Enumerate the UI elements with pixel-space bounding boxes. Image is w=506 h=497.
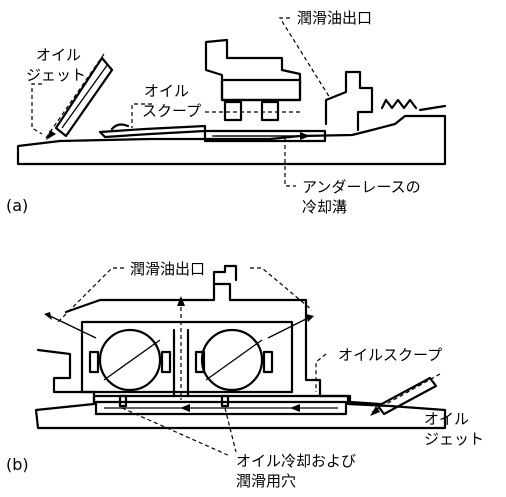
center-outlet-arrow-b	[177, 296, 185, 306]
housing-b	[64, 282, 322, 398]
leader-lube-right-b	[250, 267, 313, 311]
label-underrace-2-a: 冷却溝	[302, 198, 347, 216]
flow-arrow-b-1	[180, 404, 190, 412]
shaft-a	[16, 114, 447, 166]
retainer-b-4	[262, 350, 274, 374]
leader-holes-1-b	[121, 407, 231, 457]
jet-axis-b	[371, 373, 441, 413]
outlet-arrow-right-b	[306, 314, 314, 322]
underrace-a	[203, 129, 327, 143]
roller-a-1	[223, 100, 243, 122]
label-oil-jet-2-b: ジェット	[424, 430, 484, 448]
oil-jet-nozzle-b	[376, 376, 438, 416]
outlet-line-left-b	[49, 315, 97, 339]
leader-oil-scoop-a	[131, 103, 152, 128]
oil-path-right-b	[205, 339, 263, 381]
jet-arrow-a	[46, 130, 56, 140]
jet-axis-a	[45, 53, 105, 139]
oil-path-left-b	[103, 339, 161, 381]
label-oil-jet-1-a: オイル	[36, 46, 81, 64]
housing-top-b	[212, 264, 238, 286]
retainer-b-2	[160, 350, 172, 374]
leader-underrace-a	[284, 138, 296, 187]
label-oil-scoop-2-a: スクープ	[142, 102, 201, 120]
underrace-b	[94, 400, 348, 416]
scoop-lip-a	[110, 123, 130, 131]
figure-b: 潤滑油出口 オイルスクープ オイル ジェット オイル冷却および 潤滑用穴 (b)	[6, 260, 484, 490]
label-holes-1-b: オイル冷却および	[236, 452, 356, 470]
ball-b-right	[200, 328, 264, 392]
outlet-line-right-b	[267, 317, 309, 339]
outer-cage-b	[80, 320, 294, 394]
label-oil-scoop-b: オイルスクープ	[338, 346, 442, 364]
oil-scoop-b	[318, 394, 382, 406]
flow-arrow-b-2	[290, 404, 300, 412]
jet-arrow-b	[370, 406, 380, 416]
nozzle-bore-a	[61, 63, 109, 129]
oil-hole-2-b	[220, 394, 230, 408]
leader-oil-jet-a	[31, 83, 43, 135]
oil-jet-nozzle-a	[54, 56, 114, 138]
seal-teeth-a	[380, 98, 418, 110]
leader-lube-left-b	[57, 267, 124, 323]
center-spacer-b	[172, 328, 190, 398]
label-underrace-1-a: アンダーレースの	[302, 178, 421, 196]
left-support-b	[36, 348, 96, 404]
roller-a-2	[260, 100, 280, 122]
retainer-a	[324, 70, 374, 132]
oil-hole-1-b	[118, 394, 128, 408]
leader-lube-outlet-a	[278, 17, 331, 99]
sublabel-b: (b)	[6, 455, 29, 474]
figure-a: オイル ジェット オイル スクープ 潤滑油出口 アンダーレースの 冷却溝 (a)	[6, 9, 447, 216]
retainer-b-3	[194, 350, 206, 374]
retainer-b-1	[88, 350, 100, 374]
oil-scoop-a	[98, 124, 207, 139]
seal-end-a	[418, 104, 447, 112]
label-oil-jet-1-b: オイル	[424, 410, 469, 428]
leader-holes-2-b	[224, 407, 237, 453]
sublabel-a: (a)	[6, 196, 28, 215]
housing-a	[204, 38, 302, 102]
label-oil-scoop-1-a: オイル	[144, 82, 189, 100]
outer-race-a	[220, 78, 302, 102]
label-lube-outlet-b: 潤滑油出口	[130, 260, 205, 278]
label-holes-2-b: 潤滑用穴	[236, 472, 296, 490]
flow-arrow-a	[300, 132, 310, 140]
label-oil-jet-2-a: ジェット	[26, 66, 86, 84]
ball-b-left	[98, 328, 162, 392]
outlet-arrow-left-b	[44, 312, 52, 320]
label-lube-outlet-a: 潤滑油出口	[297, 9, 372, 27]
